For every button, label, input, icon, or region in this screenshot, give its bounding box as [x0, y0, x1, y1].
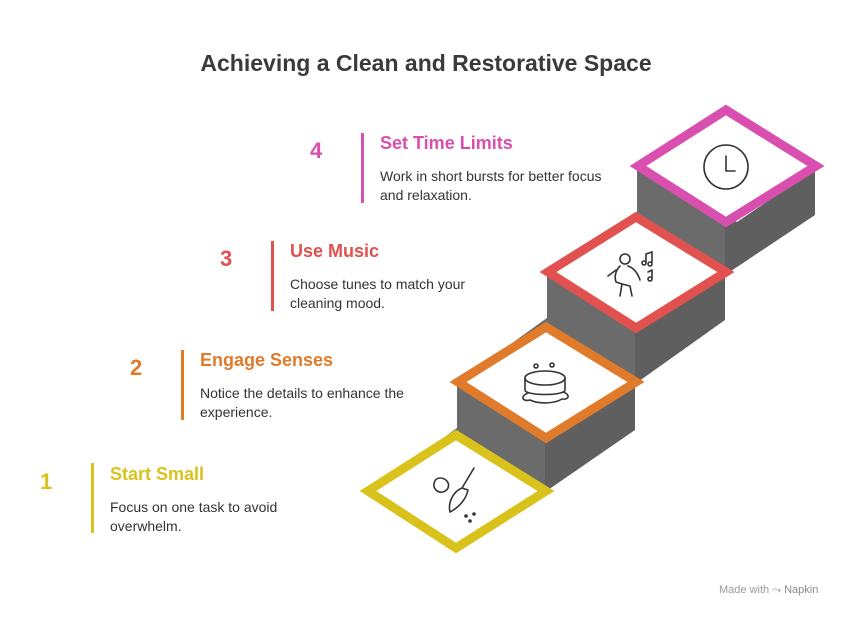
step-4: 4 Set Time Limits Work in short bursts f… [310, 130, 610, 210]
step-1-bar [91, 463, 94, 533]
step-1-number: 1 [40, 469, 53, 494]
step-4-description: Work in short bursts for better focus an… [380, 168, 602, 203]
step-3-number: 3 [220, 246, 233, 271]
step-2: 2 Engage Senses Notice the details to en… [130, 347, 450, 427]
step-2-tread [449, 321, 645, 444]
brand-name: Napkin [784, 584, 819, 596]
step-4-heading: Set Time Limits [380, 133, 513, 153]
step-1: 1 Start Small Focus on one task to avoid… [40, 461, 340, 541]
step-4-tread [629, 104, 825, 228]
step-3-description: Choose tunes to match your cleaning mood… [290, 276, 466, 311]
watermark: Made with ⤳ Napkin [719, 584, 818, 597]
step-2-description: Notice the details to enhance the experi… [200, 385, 404, 420]
step-4-bar [361, 133, 364, 203]
step-3-bar [271, 241, 274, 311]
step-2-bar [181, 350, 184, 420]
step-2-heading: Engage Senses [200, 350, 334, 370]
step-3: 3 Use Music Choose tunes to match your c… [220, 238, 520, 318]
step-2-number: 2 [130, 355, 143, 380]
step-1-heading: Start Small [110, 464, 205, 484]
step-4-number: 4 [310, 138, 323, 163]
dancing-person-icon [607, 251, 653, 297]
broom-icon [433, 467, 476, 523]
clock-icon [703, 144, 749, 190]
cake-icon [522, 362, 569, 404]
step-1-description: Focus on one task to avoid overwhelm. [110, 499, 278, 534]
diagram-title: Achieving a Clean and Restorative Space [200, 50, 652, 76]
made-with-label: Made with [719, 584, 770, 596]
step-3-heading: Use Music [290, 241, 380, 261]
napkin-logo-icon: ⤳ [772, 584, 782, 596]
